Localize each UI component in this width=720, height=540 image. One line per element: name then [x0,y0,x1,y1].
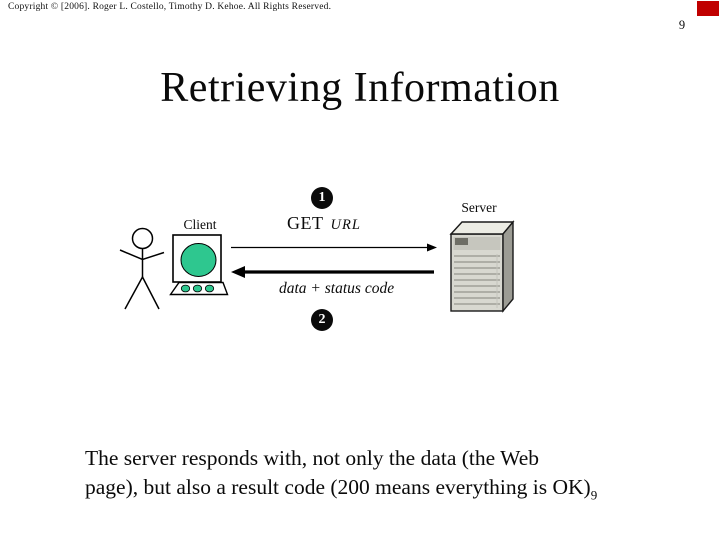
server-label: Server [461,200,497,215]
keyboard-key [192,284,203,293]
server-badge [455,238,468,245]
arrow-left-icon [231,266,434,278]
server-icon [449,220,515,313]
computer-icon [169,234,229,296]
slide-title: Retrieving Information [160,65,560,111]
client-label: Client [183,217,217,232]
server-vent-slats [454,255,500,305]
response-arrowhead [231,266,245,278]
person-arms [119,249,165,261]
red-corner-marker [697,1,719,16]
copyright-notice: Copyright © [2006]. Roger L. Costello, T… [8,2,332,12]
body-line-2: page), but also a result code (200 means… [85,475,591,499]
body-text: The server responds with, not only the d… [85,444,685,502]
response-label: data + status code [279,280,395,297]
keyboard-key [204,284,215,293]
keyboard-key [180,284,191,293]
step-1-badge: 1 [311,187,333,209]
monitor-screen [180,243,217,277]
slide-number: 9 [678,18,686,32]
person-legs [124,275,160,310]
person-icon [119,227,165,310]
step-2-badge: 2 [311,309,333,331]
request-label: GET URL [287,213,361,234]
request-verb: GET [287,213,324,233]
request-arrowhead [427,243,437,252]
request-argument: URL [330,217,361,233]
server-side-face [502,220,514,313]
arrow-right-icon [231,243,437,252]
person-head [131,227,154,250]
body-line-1: The server responds with, not only the d… [85,446,540,470]
body-subscript-slide-number: 9 [590,487,598,503]
